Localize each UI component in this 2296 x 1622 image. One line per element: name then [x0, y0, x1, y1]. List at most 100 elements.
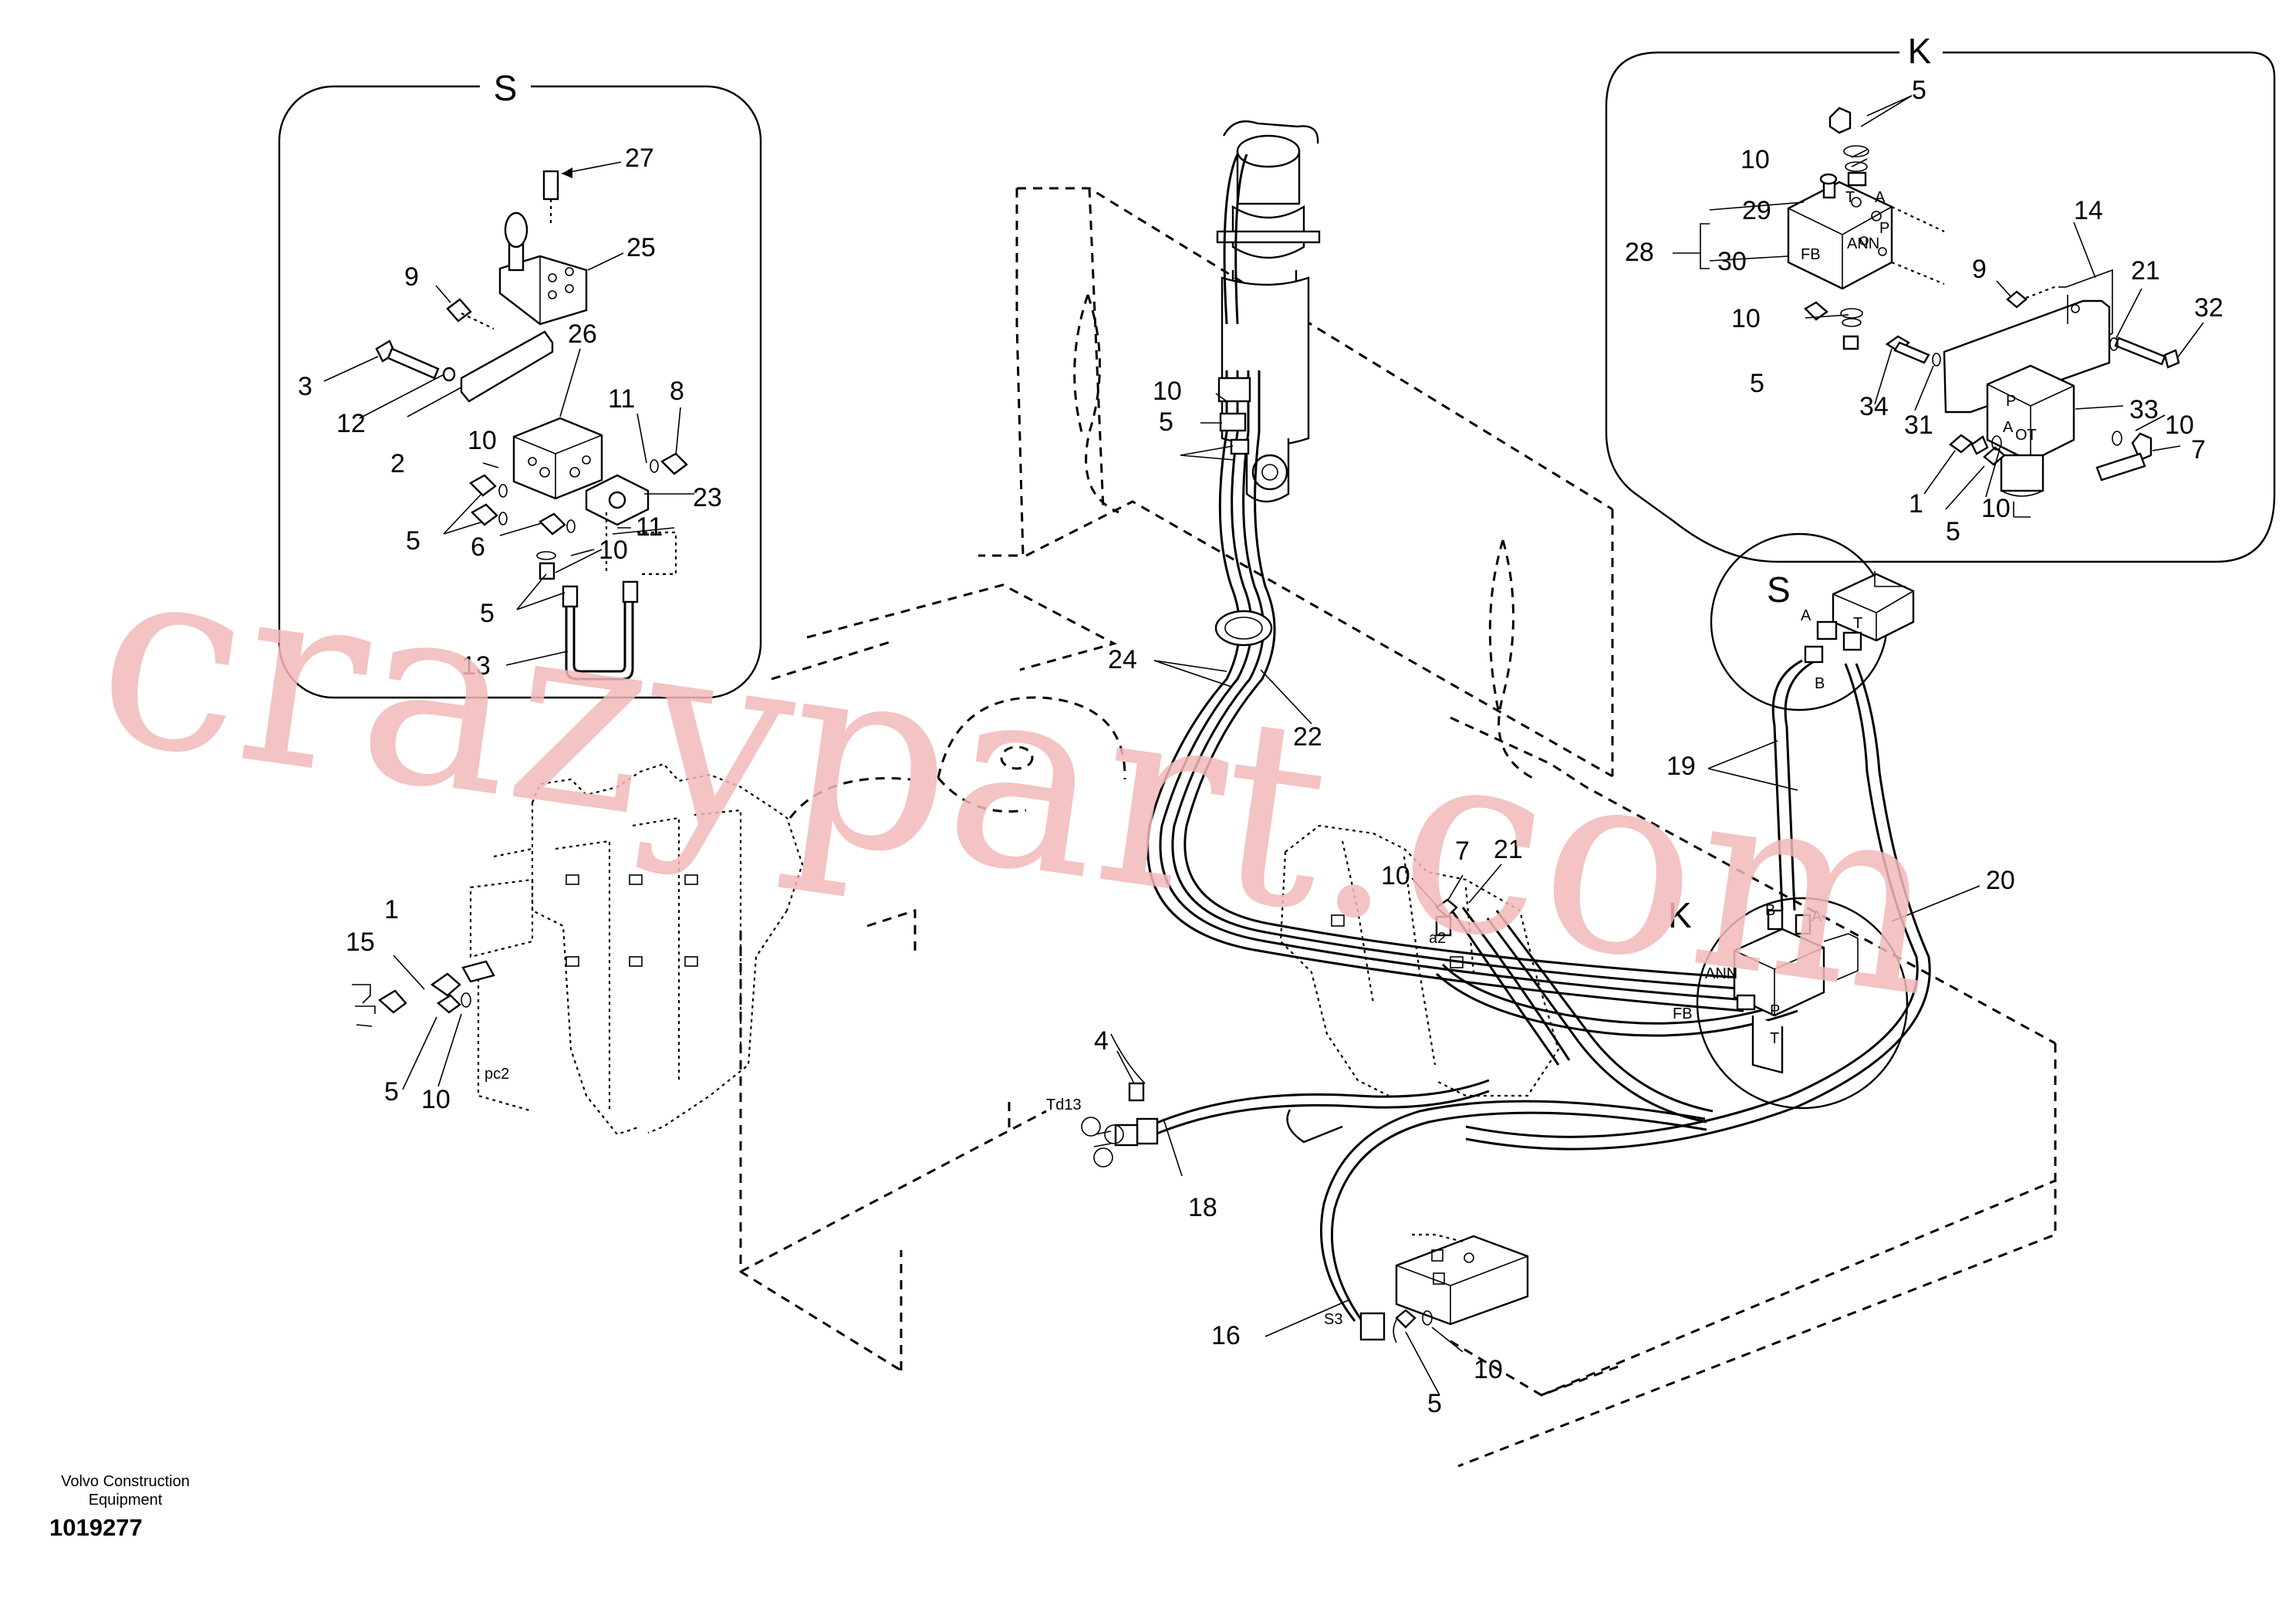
svg-text:K: K — [1668, 895, 1692, 935]
leaders-main — [393, 393, 1980, 1396]
hoses-19-20 — [1435, 659, 1931, 1151]
valve-block-28: FB ANN A P T — [1787, 173, 1945, 290]
valve-block-26 — [512, 348, 603, 500]
svg-text:pc2: pc2 — [485, 1066, 509, 1083]
svg-text:6: 6 — [471, 532, 485, 562]
svg-text:1: 1 — [1909, 489, 1923, 519]
inset-k-frame — [1605, 51, 2276, 563]
svg-text:10: 10 — [421, 1085, 451, 1114]
bolt-32 — [2109, 288, 2204, 369]
leaders-s — [443, 407, 681, 666]
svg-text:T: T — [1845, 189, 1855, 206]
svg-text:16: 16 — [1211, 1321, 1241, 1350]
svg-text:12: 12 — [336, 409, 366, 438]
inset-k-title: K — [1908, 31, 1932, 71]
svg-text:9: 9 — [404, 262, 419, 292]
svg-text:10: 10 — [599, 536, 628, 565]
svg-text:26: 26 — [568, 319, 597, 349]
valve-33: A P OT — [1986, 364, 2124, 518]
svg-text:21: 21 — [2131, 256, 2160, 286]
svg-text:10: 10 — [1381, 861, 1410, 890]
svg-text:5: 5 — [1159, 407, 1173, 437]
svg-text:10: 10 — [1474, 1355, 1503, 1384]
svg-text:B: B — [1815, 675, 1825, 692]
svg-text:27: 27 — [625, 144, 654, 173]
svg-text:a2: a2 — [1429, 930, 1446, 947]
svg-text:3: 3 — [298, 372, 312, 401]
svg-text:A: A — [2003, 419, 2014, 436]
valve-block-bottom — [1393, 1233, 1529, 1343]
labels-s: 27 25 9 3 12 26 2 11 8 10 23 5 6 11 10 5… — [298, 144, 722, 681]
svg-text:5: 5 — [1946, 517, 1960, 546]
svg-text:30: 30 — [1717, 247, 1747, 276]
svg-text:11: 11 — [636, 512, 663, 542]
hose-18 — [1114, 1079, 1490, 1147]
svg-text:10: 10 — [1731, 304, 1761, 333]
detail-circle-k: B A ANN FB P T — [1673, 897, 1909, 1110]
valve-23 — [585, 474, 694, 526]
svg-text:5: 5 — [480, 599, 495, 628]
port-marks-main: a2 Td13 S3 — [1046, 930, 1446, 1328]
drawing-number: 1019277 — [49, 1514, 143, 1541]
svg-text:ANN: ANN — [1847, 235, 1879, 252]
svg-text:A: A — [1801, 607, 1811, 624]
svg-text:28: 28 — [1625, 238, 1654, 267]
boom-cylinder — [1216, 120, 1321, 503]
bracket-28 — [1673, 201, 1805, 269]
plate-2 — [359, 330, 554, 419]
inset-s-title: S — [494, 68, 518, 108]
fittings-k-bottom — [1923, 414, 2181, 510]
svg-text:P: P — [1770, 1002, 1780, 1019]
svg-text:25: 25 — [626, 233, 656, 262]
svg-text:FB: FB — [1673, 1005, 1693, 1022]
svg-text:18: 18 — [1188, 1193, 1217, 1222]
svg-text:29: 29 — [1742, 196, 1771, 225]
watermark: crazypart.com — [83, 503, 1957, 1054]
svg-text:4: 4 — [1094, 1026, 1109, 1056]
bolt-34 — [1874, 335, 1941, 411]
control-valve-left: pc2 — [469, 762, 804, 1136]
inset-s: S — [278, 68, 762, 699]
bracket-14 — [1943, 221, 2113, 414]
svg-text:32: 32 — [2194, 293, 2223, 323]
svg-text:S3: S3 — [1324, 1311, 1342, 1328]
svg-text:2: 2 — [390, 449, 405, 478]
svg-text:ANN: ANN — [1705, 965, 1737, 982]
bolt-3 — [323, 340, 456, 382]
svg-text:10: 10 — [1741, 145, 1770, 174]
fittings-s — [469, 452, 688, 580]
svg-text:B: B — [1765, 902, 1775, 919]
svg-text:19: 19 — [1666, 752, 1696, 781]
bolt-9-k — [1996, 280, 2059, 309]
svg-text:23: 23 — [693, 483, 722, 512]
u-pipe-13 — [562, 512, 677, 681]
svg-text:5: 5 — [1750, 369, 1764, 398]
bolt-27 — [542, 161, 622, 224]
svg-text:T: T — [1853, 615, 1862, 632]
svg-text:P: P — [1879, 220, 1889, 237]
svg-text:5: 5 — [1912, 76, 1926, 105]
svg-text:5: 5 — [384, 1077, 399, 1107]
svg-text:7: 7 — [1455, 836, 1470, 866]
svg-text:11: 11 — [608, 384, 635, 414]
svg-text:33: 33 — [2129, 395, 2159, 424]
svg-text:S: S — [1767, 569, 1791, 610]
labels-k: 5 10 29 28 30 14 9 21 32 10 5 34 31 33 1… — [1625, 76, 2223, 546]
svg-text:9: 9 — [1972, 255, 1987, 284]
svg-text:34: 34 — [1859, 392, 1889, 421]
callouts-main: 10 5 24 22 19 20 7 21 10 15 1 5 10 4 18 … — [346, 377, 2015, 1418]
svg-text:21: 21 — [1494, 835, 1523, 864]
hose-16 — [1319, 1100, 1707, 1341]
fittings-k-top — [1828, 95, 1913, 187]
svg-text:31: 31 — [1904, 411, 1933, 440]
svg-text:P: P — [2006, 393, 2016, 410]
svg-text:5: 5 — [406, 526, 420, 556]
svg-text:14: 14 — [2074, 196, 2103, 225]
fittings-k-mid — [1804, 301, 1863, 350]
center-valve — [1279, 824, 1560, 1144]
svg-text:7: 7 — [2191, 435, 2206, 465]
footer-maker: Volvo Construction Equipment — [61, 1473, 190, 1509]
svg-text:10: 10 — [468, 426, 497, 455]
svg-text:20: 20 — [1986, 866, 2015, 895]
